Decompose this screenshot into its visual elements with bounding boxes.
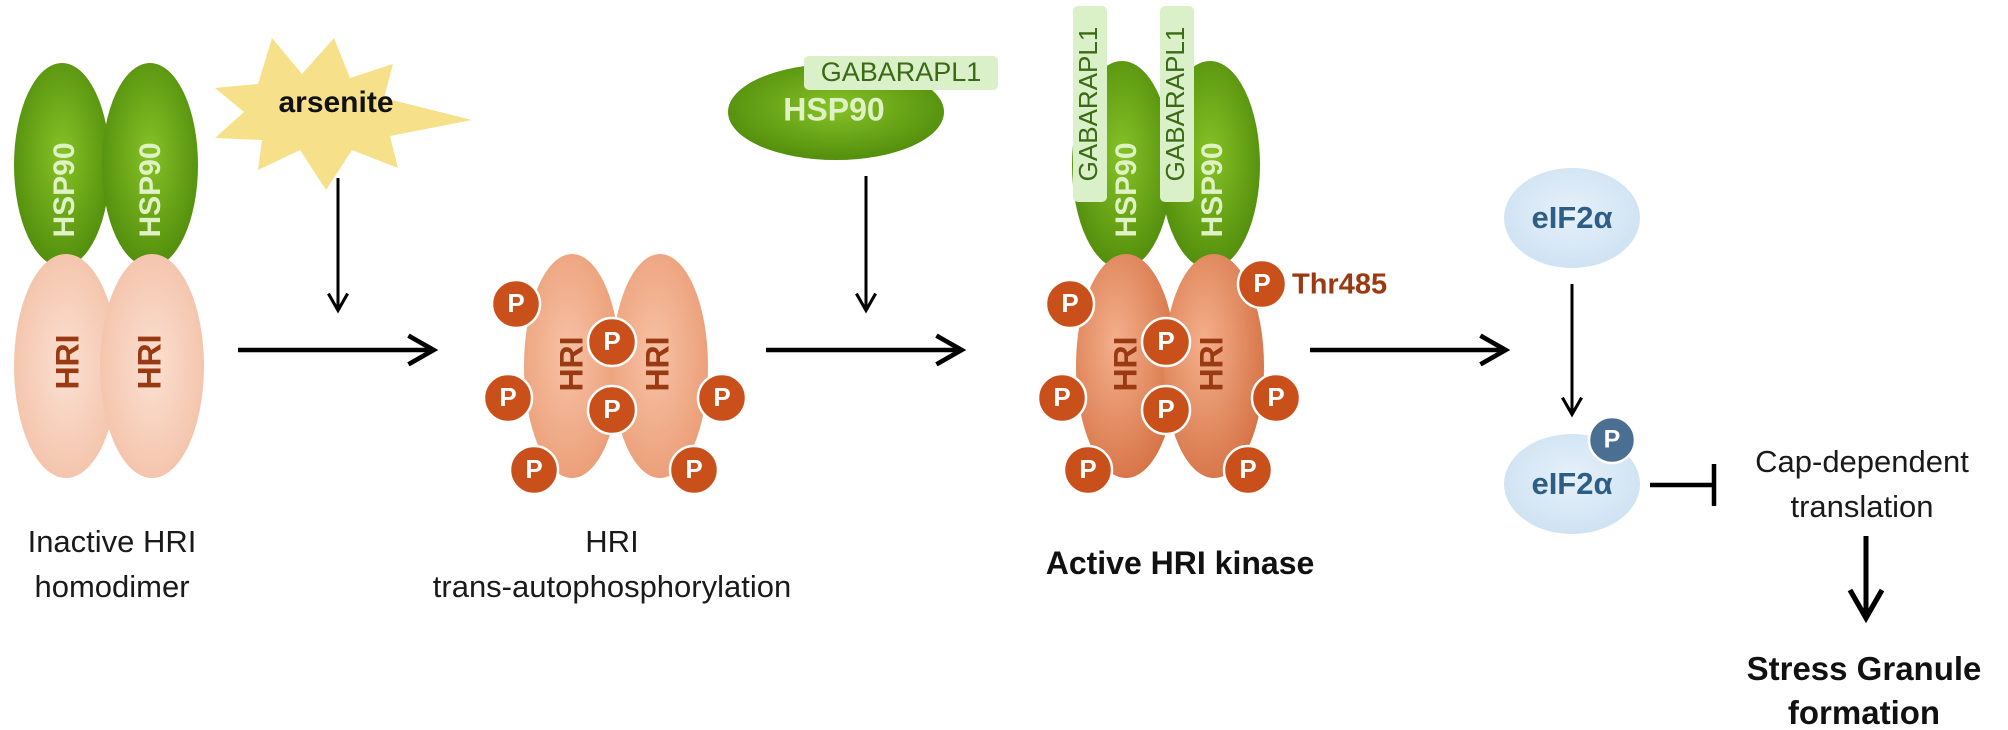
active-hri-kinase: HSP90 HSP90 GABARAPL1 GABARAPL1 HRI HRI … bbox=[1036, 6, 1387, 496]
eif2a-bubble bbox=[1504, 168, 1640, 268]
hsp90-active-right-label: HSP90 bbox=[1196, 142, 1229, 237]
gabarapl1-tag bbox=[804, 56, 998, 90]
phospho-icon: P bbox=[508, 444, 560, 496]
hsp90-left-label: HSP90 bbox=[48, 142, 81, 237]
svg-text:P: P bbox=[1157, 394, 1174, 424]
hri-active-right bbox=[1164, 254, 1264, 478]
gabarapl1-right-label: GABARAPL1 bbox=[1160, 27, 1190, 182]
stage-label-active: Active HRI kinase bbox=[1046, 545, 1315, 581]
hri-autophos-left-label: HRI bbox=[553, 336, 589, 391]
eif2a-label: eIF2α bbox=[1531, 200, 1612, 235]
svg-text:P: P bbox=[1267, 382, 1284, 412]
hri-left bbox=[14, 254, 118, 478]
phospho-icon: P bbox=[1140, 316, 1192, 368]
inactive-hri-homodimer: HSP90 HSP90 HRI HRI bbox=[14, 63, 204, 478]
hri-active-left-label: HRI bbox=[1107, 336, 1143, 391]
phospho-group-stage3: P P P P P P P P bbox=[1036, 258, 1302, 496]
phospho-group-stage2: P P P P P P P bbox=[482, 278, 748, 496]
svg-text:P: P bbox=[1253, 268, 1270, 298]
stress-granule-1: Stress Granule bbox=[1747, 650, 1982, 687]
arsenite-burst: arsenite bbox=[215, 38, 472, 190]
hsp90-active-left-label: HSP90 bbox=[1110, 142, 1143, 237]
phospho-icon: P bbox=[586, 384, 638, 436]
gabarapl1-tag-right bbox=[1160, 6, 1194, 202]
thr485-label: Thr485 bbox=[1292, 269, 1387, 301]
svg-text:P: P bbox=[713, 382, 730, 412]
hri-autophos-right-label: HRI bbox=[639, 336, 675, 391]
phospho-icon: P bbox=[482, 372, 534, 424]
hsp90-left bbox=[14, 63, 110, 267]
phospho-icon: P bbox=[490, 278, 542, 330]
phospho-icon: P bbox=[1036, 372, 1088, 424]
cap-translation-2: translation bbox=[1790, 489, 1933, 524]
phospho-blue-icon: P bbox=[1587, 415, 1637, 465]
hsp90-free-label: HSP90 bbox=[783, 91, 884, 127]
phospho-icon: P bbox=[586, 316, 638, 368]
hri-left-label: HRI bbox=[49, 334, 85, 389]
phospho-icon: P bbox=[1250, 372, 1302, 424]
phospho-icon: P bbox=[696, 372, 748, 424]
hsp90-right bbox=[102, 63, 198, 267]
gabarapl1-left-label: GABARAPL1 bbox=[1073, 27, 1103, 182]
hri-trans-autophosphorylation: HRI HRI P P P P P P P bbox=[482, 254, 748, 496]
gabarapl1-label: GABARAPL1 bbox=[821, 57, 982, 87]
phospho-icon: P bbox=[668, 444, 720, 496]
svg-text:P: P bbox=[1157, 326, 1174, 356]
arsenite-label: arsenite bbox=[278, 86, 393, 119]
eif2a-unphosphorylated: eIF2α bbox=[1504, 168, 1640, 268]
eif2a-p-label: eIF2α bbox=[1531, 466, 1612, 501]
stage-label-inactive-1: Inactive HRI bbox=[28, 524, 197, 559]
svg-text:P: P bbox=[499, 382, 516, 412]
gabarapl1-tag-left bbox=[1073, 6, 1107, 202]
hri-right bbox=[100, 254, 204, 478]
svg-text:P: P bbox=[603, 326, 620, 356]
stage-label-autophos-1: HRI bbox=[585, 524, 638, 559]
stress-granule-2: formation bbox=[1788, 694, 1940, 730]
hri-right-label: HRI bbox=[131, 334, 167, 389]
phospho-icon: P bbox=[1222, 444, 1274, 496]
svg-text:P: P bbox=[1061, 288, 1078, 318]
svg-text:P: P bbox=[1604, 426, 1621, 454]
inhibition-connector bbox=[1650, 464, 1717, 506]
svg-text:P: P bbox=[525, 454, 542, 484]
phospho-icon: P bbox=[1044, 278, 1096, 330]
hri-active-right-label: HRI bbox=[1193, 336, 1229, 391]
svg-text:P: P bbox=[685, 454, 702, 484]
stage-label-autophos-2: trans-autophosphorylation bbox=[433, 569, 791, 604]
phospho-icon: P bbox=[1062, 444, 1114, 496]
stage-label-inactive-2: homodimer bbox=[34, 569, 189, 604]
svg-text:P: P bbox=[507, 288, 524, 318]
svg-text:P: P bbox=[1053, 382, 1070, 412]
arsenite-star-icon bbox=[215, 38, 472, 190]
svg-text:P: P bbox=[603, 394, 620, 424]
eif2a-phosphorylated: eIF2α P bbox=[1504, 415, 1640, 534]
hsp90-right-label: HSP90 bbox=[134, 142, 167, 237]
svg-text:P: P bbox=[1079, 454, 1096, 484]
hsp90-gabarapl1-complex: HSP90 GABARAPL1 bbox=[728, 56, 998, 160]
hri-autophos-right bbox=[612, 254, 708, 478]
phospho-icon: P bbox=[1140, 384, 1192, 436]
svg-text:P: P bbox=[1239, 454, 1256, 484]
phospho-thr485-icon: P bbox=[1236, 258, 1288, 310]
cap-translation-1: Cap-dependent bbox=[1755, 444, 1969, 479]
